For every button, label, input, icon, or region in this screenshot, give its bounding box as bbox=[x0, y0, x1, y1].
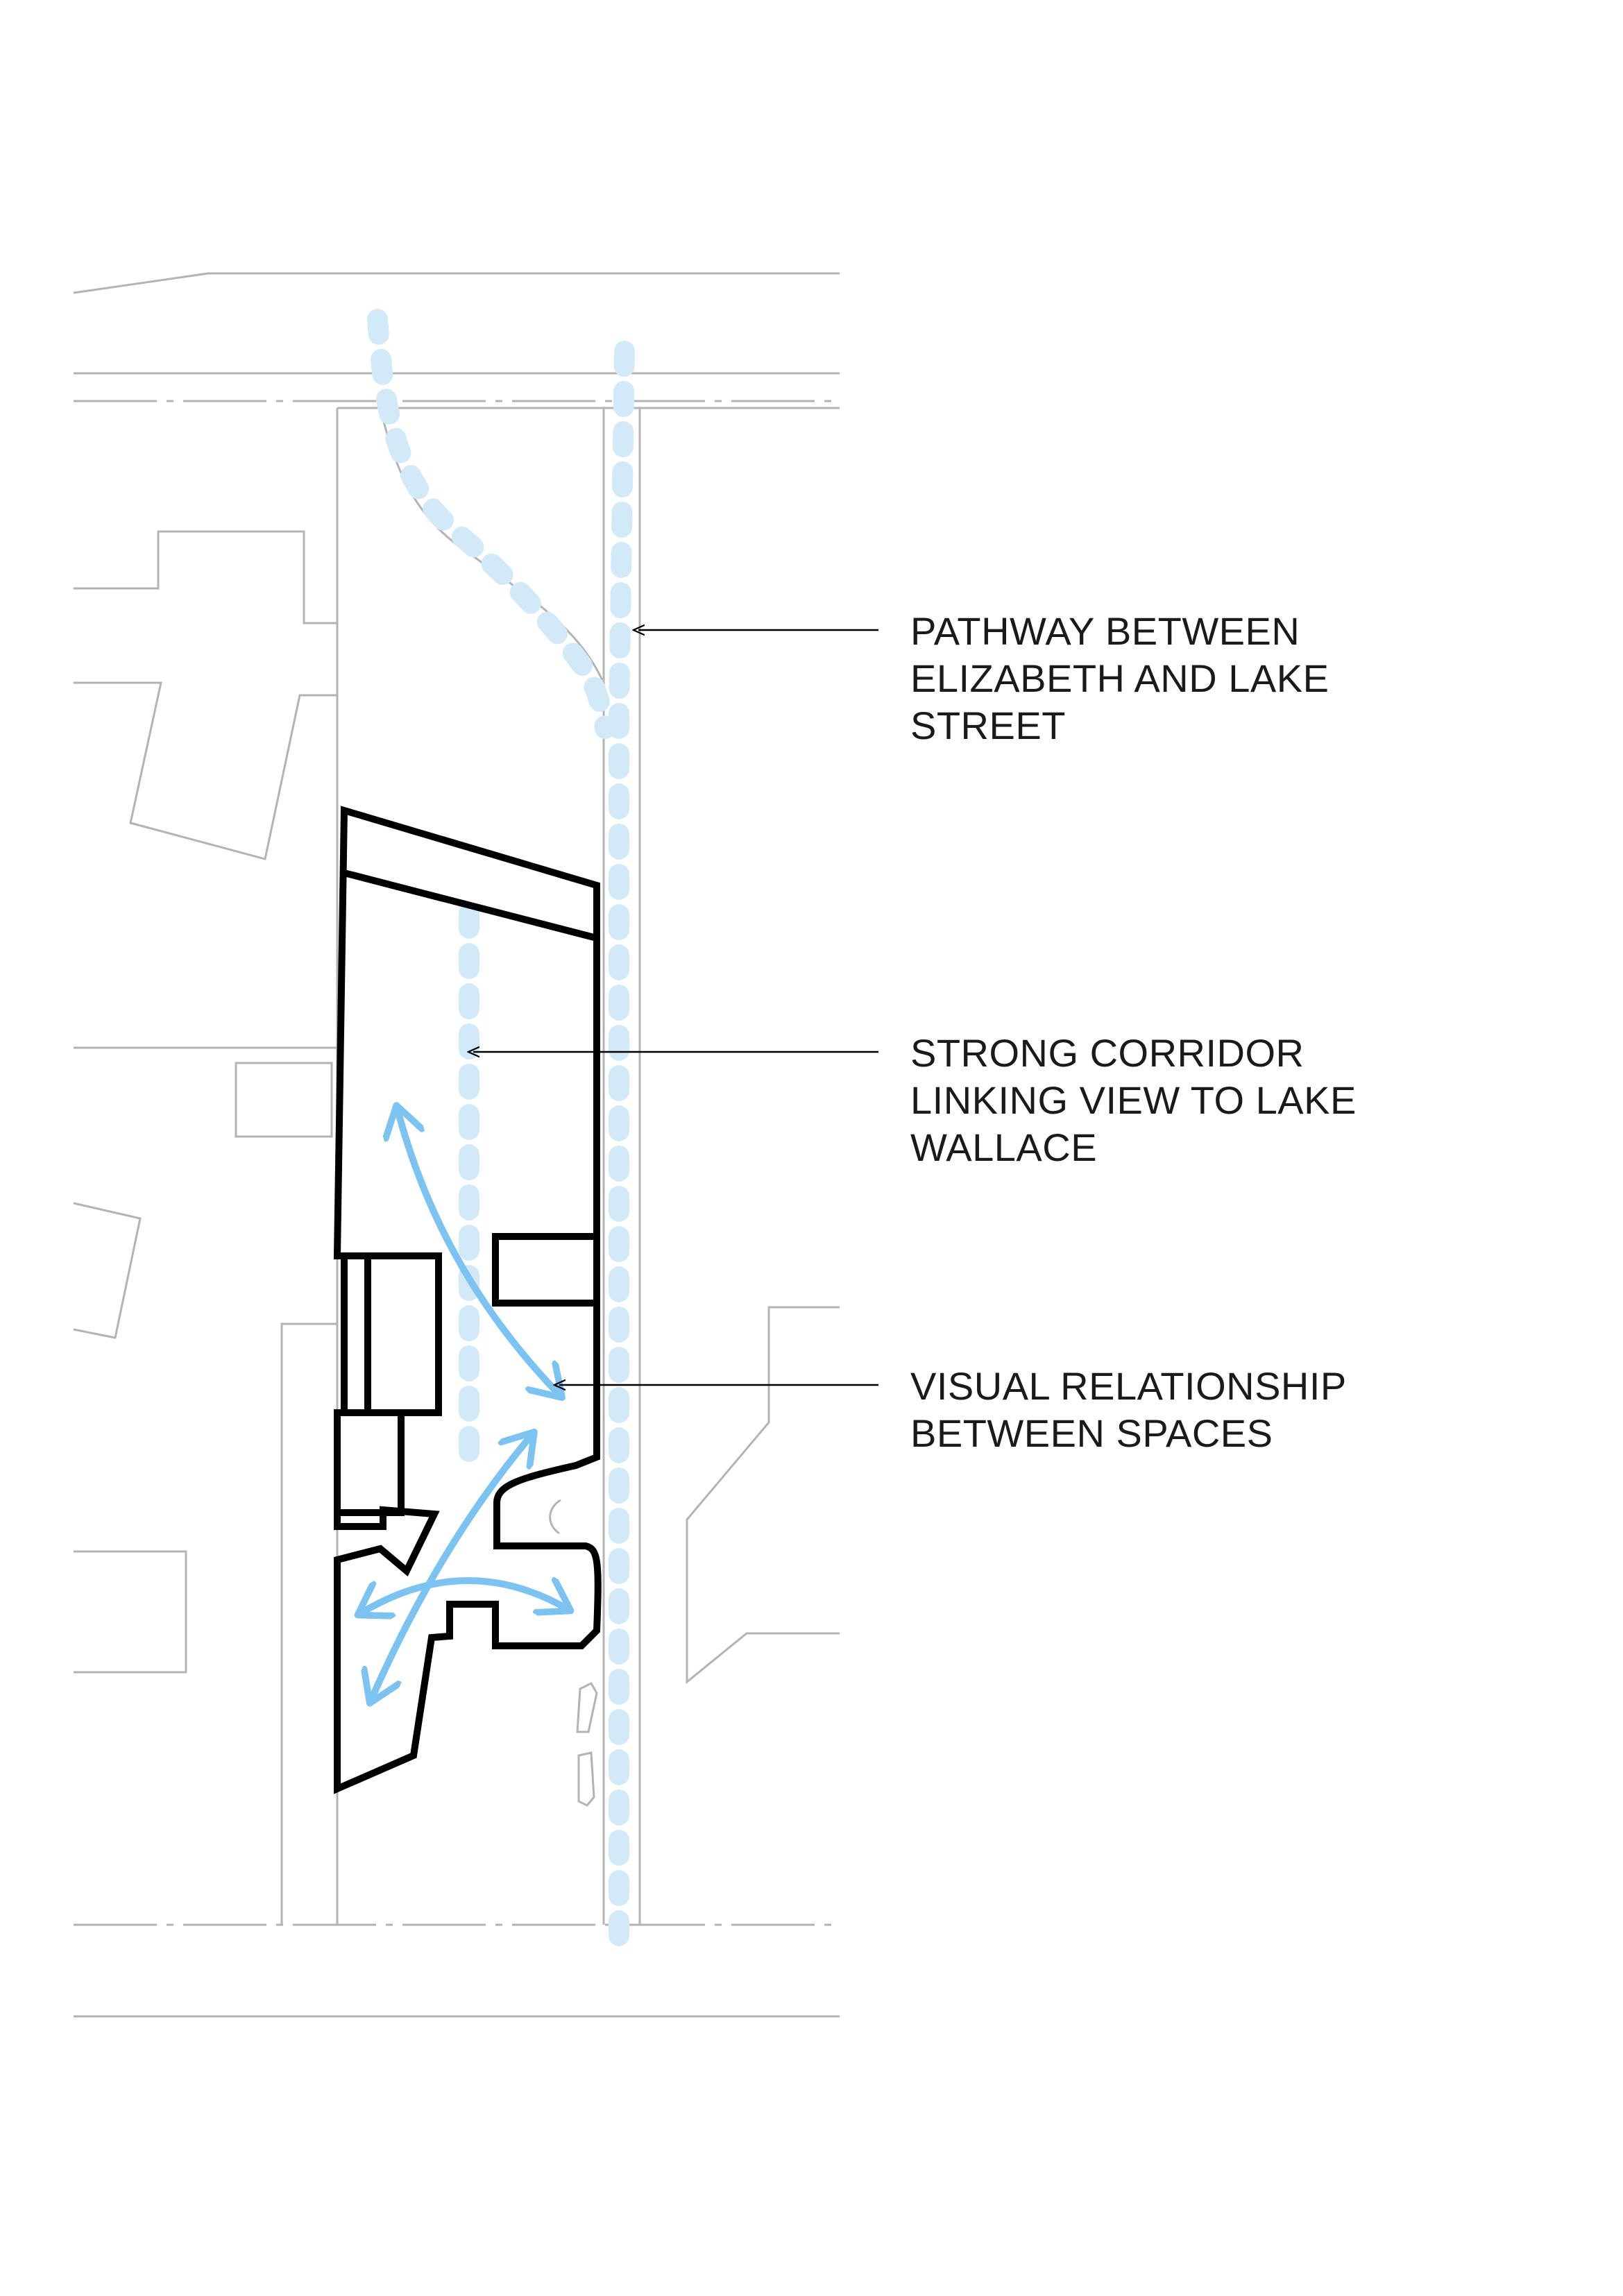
road-edge-north-top bbox=[73, 272, 840, 294]
parking-bay-2 bbox=[577, 1751, 595, 1807]
pathway-annotation: PATHWAY BETWEEN ELIZABETH AND LAKE STREE… bbox=[910, 608, 1535, 749]
visual-annotation-line2: BETWEEN SPACES bbox=[910, 1411, 1273, 1455]
neighbour-building-2 bbox=[74, 681, 337, 860]
site-notch-east bbox=[549, 1499, 561, 1535]
building-wing-east bbox=[492, 1233, 600, 1307]
lot-line-west-lower bbox=[280, 1323, 337, 1925]
visual-annotation-line1: VISUAL RELATIONSHIP bbox=[910, 1364, 1347, 1408]
neighbour-lot-east bbox=[686, 1306, 840, 1685]
pathway-annotation-line2: ELIZABETH AND LAKE bbox=[910, 656, 1329, 700]
neighbour-building-5 bbox=[74, 1550, 187, 1674]
corridor-annotation: STRONG CORRIDOR LINKING VIEW TO LAKE WAL… bbox=[910, 1030, 1535, 1171]
view-arrows bbox=[359, 1107, 569, 1701]
building-wing-southwest bbox=[334, 1409, 405, 1516]
view-arrow-diagonal bbox=[371, 1434, 533, 1701]
visual-relationship-annotation: VISUAL RELATIONSHIP BETWEEN SPACES bbox=[910, 1363, 1535, 1457]
east-pathway-dots bbox=[609, 341, 635, 1948]
pathway-annotation-line1: PATHWAY BETWEEN bbox=[910, 609, 1300, 653]
context-linework bbox=[73, 272, 840, 2018]
pathway-annotation-line3: STREET bbox=[910, 704, 1066, 747]
corridor-annotation-line3: WALLACE bbox=[910, 1125, 1098, 1169]
curved-path-edge bbox=[379, 407, 604, 681]
building-roof-band bbox=[343, 869, 598, 942]
neighbour-building-3 bbox=[235, 1062, 333, 1138]
parking-bay-1 bbox=[576, 1682, 598, 1733]
leader-lines bbox=[473, 630, 878, 1385]
neighbour-building-4 bbox=[73, 1202, 142, 1339]
neighbour-building-1 bbox=[74, 530, 337, 624]
view-arrow-cross bbox=[359, 1581, 569, 1614]
corridor-annotation-line1: STRONG CORRIDOR bbox=[910, 1031, 1305, 1075]
building-wing-west bbox=[341, 1252, 442, 1416]
pathway-dots bbox=[367, 309, 635, 1948]
view-arrow-long bbox=[397, 1107, 561, 1396]
corridor-annotation-line2: LINKING VIEW TO LAKE bbox=[910, 1078, 1357, 1122]
curved-pathway-dots bbox=[367, 309, 615, 739]
